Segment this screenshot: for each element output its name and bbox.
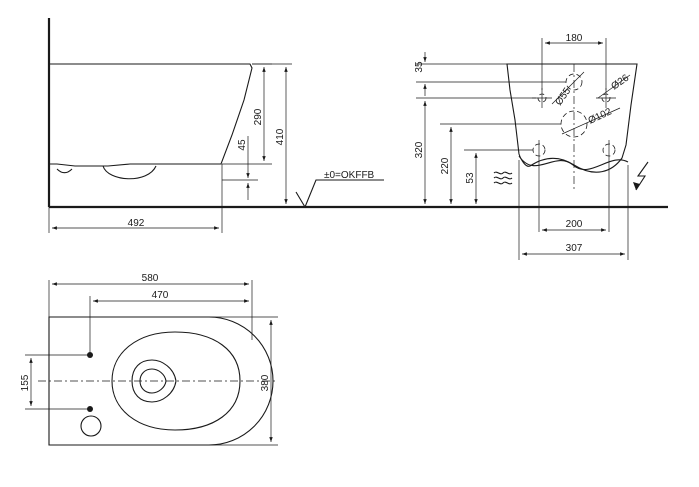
dim-label-290: 290	[253, 108, 264, 125]
top-view: 580 470 380 155	[20, 273, 278, 446]
dim-label-200: 200	[566, 219, 583, 230]
dim-label-320: 320	[414, 141, 425, 158]
dim-label-580: 580	[142, 273, 159, 284]
electric-supply-icon	[633, 161, 649, 191]
dim-label-307: 307	[566, 243, 583, 254]
dim-label-102: Ø102	[587, 106, 614, 126]
dim-label-470: 470	[152, 290, 169, 301]
dim-label-180: 180	[566, 33, 583, 44]
supply-hole	[80, 415, 102, 437]
dim-label-492: 492	[128, 218, 145, 229]
dim-label-35: 35	[414, 61, 425, 73]
dim-label-53: 53	[465, 172, 476, 184]
dim-label-45: 45	[237, 139, 248, 151]
rear-view: 180 Ø26 Ø55 Ø102 35 320 220 53	[414, 33, 649, 260]
water-supply-icon	[493, 171, 513, 185]
dim-label-410: 410	[275, 128, 286, 145]
dim-label-220: 220	[440, 157, 451, 174]
top-inner-bowl	[111, 331, 241, 431]
dim-label-26: Ø26	[609, 72, 631, 92]
floor-reference-label: ±0=OKFFB	[324, 170, 375, 181]
dim-label-155: 155	[20, 374, 31, 391]
bowl-rim-curve	[102, 165, 157, 180]
side-view: 492 290 410 45 ±0=OKFFB	[47, 18, 668, 233]
bowl-inner-contour	[56, 168, 73, 174]
top-outline	[48, 316, 274, 446]
bowl-side-outline	[49, 63, 253, 167]
dim-label-380: 380	[260, 374, 271, 391]
rear-base-wave	[518, 155, 629, 171]
drain-outer	[131, 359, 177, 403]
floor-reference-symbol	[295, 179, 384, 209]
